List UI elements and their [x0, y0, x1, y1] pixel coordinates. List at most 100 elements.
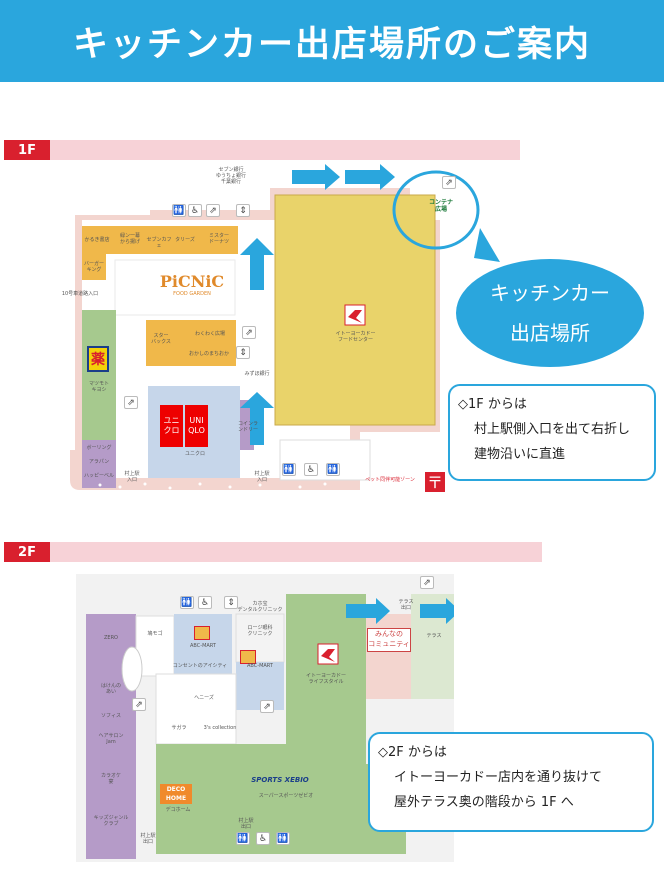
map-2f-background [76, 574, 454, 862]
elevator-icon: ⇕ [224, 596, 238, 609]
abcmart-logo [194, 626, 210, 640]
note-line: イトーヨーカドー店内を通り抜けて [394, 770, 603, 785]
uniqlo-logo-text: クロ [163, 426, 180, 435]
floor-tag-2f: 2F [4, 542, 50, 562]
escalator-icon: ⇗ [442, 176, 456, 189]
ito-logo [348, 310, 362, 323]
page-header: キッチンカー出店場所のご案内 [0, 0, 664, 82]
container-highlight [392, 170, 480, 250]
toilet-icon: 🚻 [172, 204, 186, 217]
store-label: キッズジャンル クラブ [93, 815, 129, 827]
page-title: キッチンカー出店場所のご案内 [72, 24, 591, 65]
note-line: 村上駅側入口を出て右折し [474, 422, 631, 437]
toilet-icon: 🚻 [276, 832, 290, 845]
picnic-logo-sub: FOOD GARDEN [173, 291, 211, 297]
store-label: イトーヨーカドー フードセンター [335, 331, 376, 343]
elevator-icon: ⇕ [236, 204, 250, 217]
floor-bar-1f: 1F [4, 140, 520, 160]
note-line: 建物沿いに直進 [474, 447, 566, 462]
store-label: スター バックス [151, 333, 171, 345]
floor-map-1f: 〒 🚻 ♿ ⇗ ⇕ ⇗ ⇗ ⇕ ⇗ 🚻 ♿ 🚻 コンテナ 広場 かるき書店 緑ン… [60, 160, 480, 510]
store-label: かるき書店 [84, 237, 110, 243]
store-label: ボーリング [86, 445, 112, 451]
tenant-green-left [82, 310, 116, 440]
store-label: コインランドリー [237, 421, 258, 433]
kitchen-car-callout: キッチンカー 出店場所 [456, 259, 644, 367]
floor-tag-1f: 1F [4, 140, 50, 160]
uniqlo-logo: ユニ クロ UNI QLO [160, 405, 208, 447]
store-label: カラオケ 宴 [100, 773, 121, 785]
store-label: 村上駅 出口 [140, 833, 156, 845]
toilet-icon: ♿ [256, 832, 270, 845]
container-plaza-label: コンテナ 広場 [428, 199, 453, 213]
decohome-logo: DECO HOME [160, 784, 192, 804]
store-label: みずほ銀行 [244, 371, 270, 377]
store-label: ヘニーズ [194, 695, 214, 701]
toilet-icon: ♿ [304, 463, 318, 476]
store-label: おかしのまちおか [188, 351, 229, 357]
store-label: バーガー キング [83, 261, 104, 273]
svg-text:〒: 〒 [427, 473, 443, 492]
store-label: イトーヨーカドー ライフスタイル [305, 673, 346, 685]
store-label: わくわく広場 [194, 331, 225, 337]
toilet-icon: 🚻 [282, 463, 296, 476]
store-label: カホ宝 デンタルクリニック [237, 601, 283, 613]
escalator-icon: ⇗ [242, 326, 256, 339]
toilet-icon: 🚻 [180, 596, 194, 609]
store-label: テラス 出口 [398, 599, 414, 611]
store-label: スーパースポーツゼビオ [258, 793, 314, 799]
toilet-icon: 🚻 [326, 463, 340, 476]
tenant-minna [366, 614, 411, 699]
store-label: ソフィス [101, 713, 121, 719]
store-label: ZERO [104, 635, 118, 641]
pet-zone-label: ペット同伴可能ゾーン [365, 477, 415, 483]
store-label: 村上駅 出口 [238, 818, 254, 830]
store-label: ユニクロ [184, 451, 205, 457]
callout-pointer [474, 228, 500, 262]
uniqlo-logo-text: QLO [188, 426, 205, 435]
escalator-icon: ⇗ [420, 576, 434, 589]
tenant-abcmart [174, 614, 232, 674]
escalator-icon: ⇗ [124, 396, 138, 409]
store-label: ハッピーベル [83, 473, 114, 479]
toilet-icon: 🚻 [236, 832, 250, 845]
store-label: ミスター ドーナツ [208, 233, 229, 245]
escalator-icon: ⇗ [206, 204, 220, 217]
store-label: ロージ眼科 クリニック [247, 625, 273, 637]
store-label: コンセントのアイシティ [172, 663, 228, 669]
floor-bar-2f: 2F [4, 542, 542, 562]
ito-yokado-2f [286, 594, 366, 764]
note-line: ◇2F からは [378, 745, 447, 760]
tenant-row-top [82, 226, 202, 254]
xebio-logo: SPORTS XEBIO [251, 776, 309, 784]
tenant-burgerking [82, 254, 106, 280]
elevator-icon: ⇕ [236, 346, 250, 359]
store-label: タリーズ [175, 237, 195, 243]
toilet-icon: ♿ [198, 596, 212, 609]
parking-entrance-label: 10号車道路入口 [61, 291, 99, 297]
store-label: サガラ [171, 725, 187, 731]
store-label: 村上駅 入口 [124, 471, 140, 483]
uniqlo-logo-text: UNI [189, 416, 204, 425]
store-label: 鳩モゴ [147, 631, 163, 637]
uniqlo-logo-text: ユニ [163, 416, 180, 425]
store-label: テラス [426, 633, 442, 639]
map-1f-background: 〒 [70, 164, 480, 492]
note-line: 屋外テラス奥の階段から 1F へ [394, 795, 574, 810]
store-label: セブン銀行 ゆうちょ銀行 千葉銀行 [215, 167, 246, 185]
walkway-dots [98, 482, 327, 490]
store-label: ABC-MART [247, 663, 273, 669]
abcmart-logo [240, 650, 256, 664]
tenant-purple-left [82, 440, 116, 488]
store-label: ヘアサロン Jam [98, 733, 124, 745]
route-note-1f: ◇1F からは 村上駅側入口を出て右折し 建物沿いに直進 [448, 384, 656, 481]
store-label: デコホーム [165, 807, 191, 813]
escalator-icon: ⇗ [260, 700, 274, 713]
store-label: 村上駅 入口 [254, 471, 270, 483]
minna-community-logo: みんなの コミュニティ [367, 628, 411, 652]
drugstore-logo: 薬 [87, 346, 109, 372]
toilet-icon: ♿ [188, 204, 202, 217]
store-label: マツモト キヨシ [88, 381, 109, 393]
store-label: 3's collection [203, 725, 237, 731]
post-office-icon [425, 472, 445, 492]
